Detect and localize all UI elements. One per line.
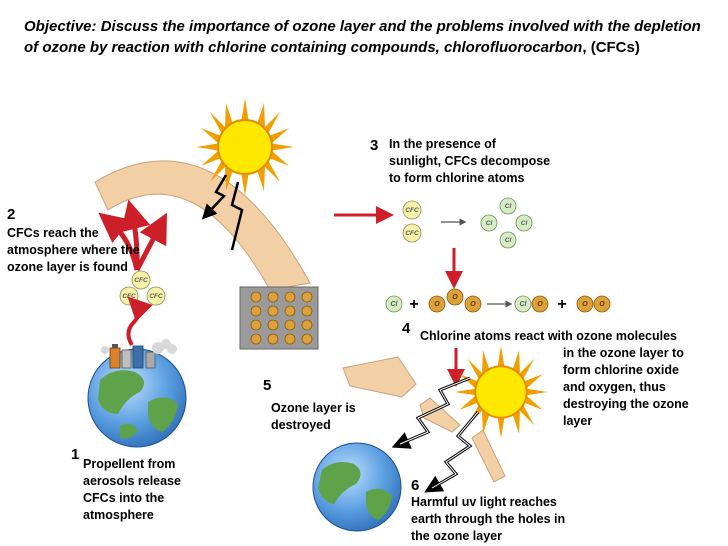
broken-ozone-layer <box>471 429 506 483</box>
step-6-label: Harmful uv light reaches earth through t… <box>411 495 566 543</box>
step-2-number: 2 <box>7 206 16 223</box>
cfc-label: CFC <box>149 293 163 300</box>
svg-text:+: + <box>409 296 418 313</box>
sun-icon <box>454 345 548 439</box>
cfc-decomposition: CFC CFC Cl Cl Cl Cl <box>402 197 533 249</box>
broken-ozone-layer <box>342 356 417 398</box>
objective-text: Objective: Discuss the importance of ozo… <box>24 16 714 58</box>
red-arrow <box>134 212 167 272</box>
objective-italic: Objective: Discuss the importance of ozo… <box>24 18 701 56</box>
ozone-layer-arc <box>94 160 311 291</box>
sun-icon <box>196 98 294 196</box>
chlorine-label: Cl <box>486 220 493 227</box>
chlorine-label: Cl <box>505 203 512 210</box>
earth-icon <box>312 442 402 532</box>
cfc-molecule-group: CFC CFC CFC <box>119 270 166 306</box>
svg-text:+: + <box>557 296 566 313</box>
chlorine-label: Cl <box>521 220 528 227</box>
step-3-number: 3 <box>370 137 379 154</box>
chlorine-label: Cl <box>520 301 528 308</box>
cfc-label: CFC <box>405 207 419 214</box>
cfc-label: CFC <box>405 230 419 237</box>
step-4-number: 4 <box>402 320 411 337</box>
step-2-label: CFCs reach the atmosphere where the ozon… <box>7 226 140 274</box>
ozone-reaction: Cl + O O O Cl O + O O <box>385 288 611 313</box>
step-1-label: Propellent from aerosols release CFCs in… <box>83 457 181 522</box>
step-1-number: 1 <box>71 446 80 463</box>
oxygen-label: O <box>434 301 440 308</box>
cfc-label: CFC <box>122 293 136 300</box>
step-3-label: In the presence of sunlight, CFCs decomp… <box>389 137 551 185</box>
step-4-label: Chlorine atoms react with ozone molecule… <box>420 329 689 428</box>
red-arrow <box>126 296 153 347</box>
chlorine-label: Cl <box>505 237 512 244</box>
earth-icon <box>87 348 187 448</box>
step-5-label: Ozone layer is destroyed <box>271 401 356 432</box>
ozone-molecule-grid <box>239 286 319 350</box>
step-5-number: 5 <box>263 377 272 394</box>
oxygen-label: O <box>582 301 588 308</box>
oxygen-label: O <box>537 301 543 308</box>
objective-plain: , (CFCs) <box>582 39 640 56</box>
chlorine-label: Cl <box>391 301 399 308</box>
step-6-number: 6 <box>411 477 420 494</box>
uv-ray-icon <box>230 181 244 251</box>
oxygen-label: O <box>599 301 605 308</box>
oxygen-label: O <box>452 294 458 301</box>
aerosol-can-icon <box>101 339 177 369</box>
oxygen-label: O <box>470 301 476 308</box>
uv-ray-icon <box>201 174 228 220</box>
cfc-label: CFC <box>134 277 148 284</box>
